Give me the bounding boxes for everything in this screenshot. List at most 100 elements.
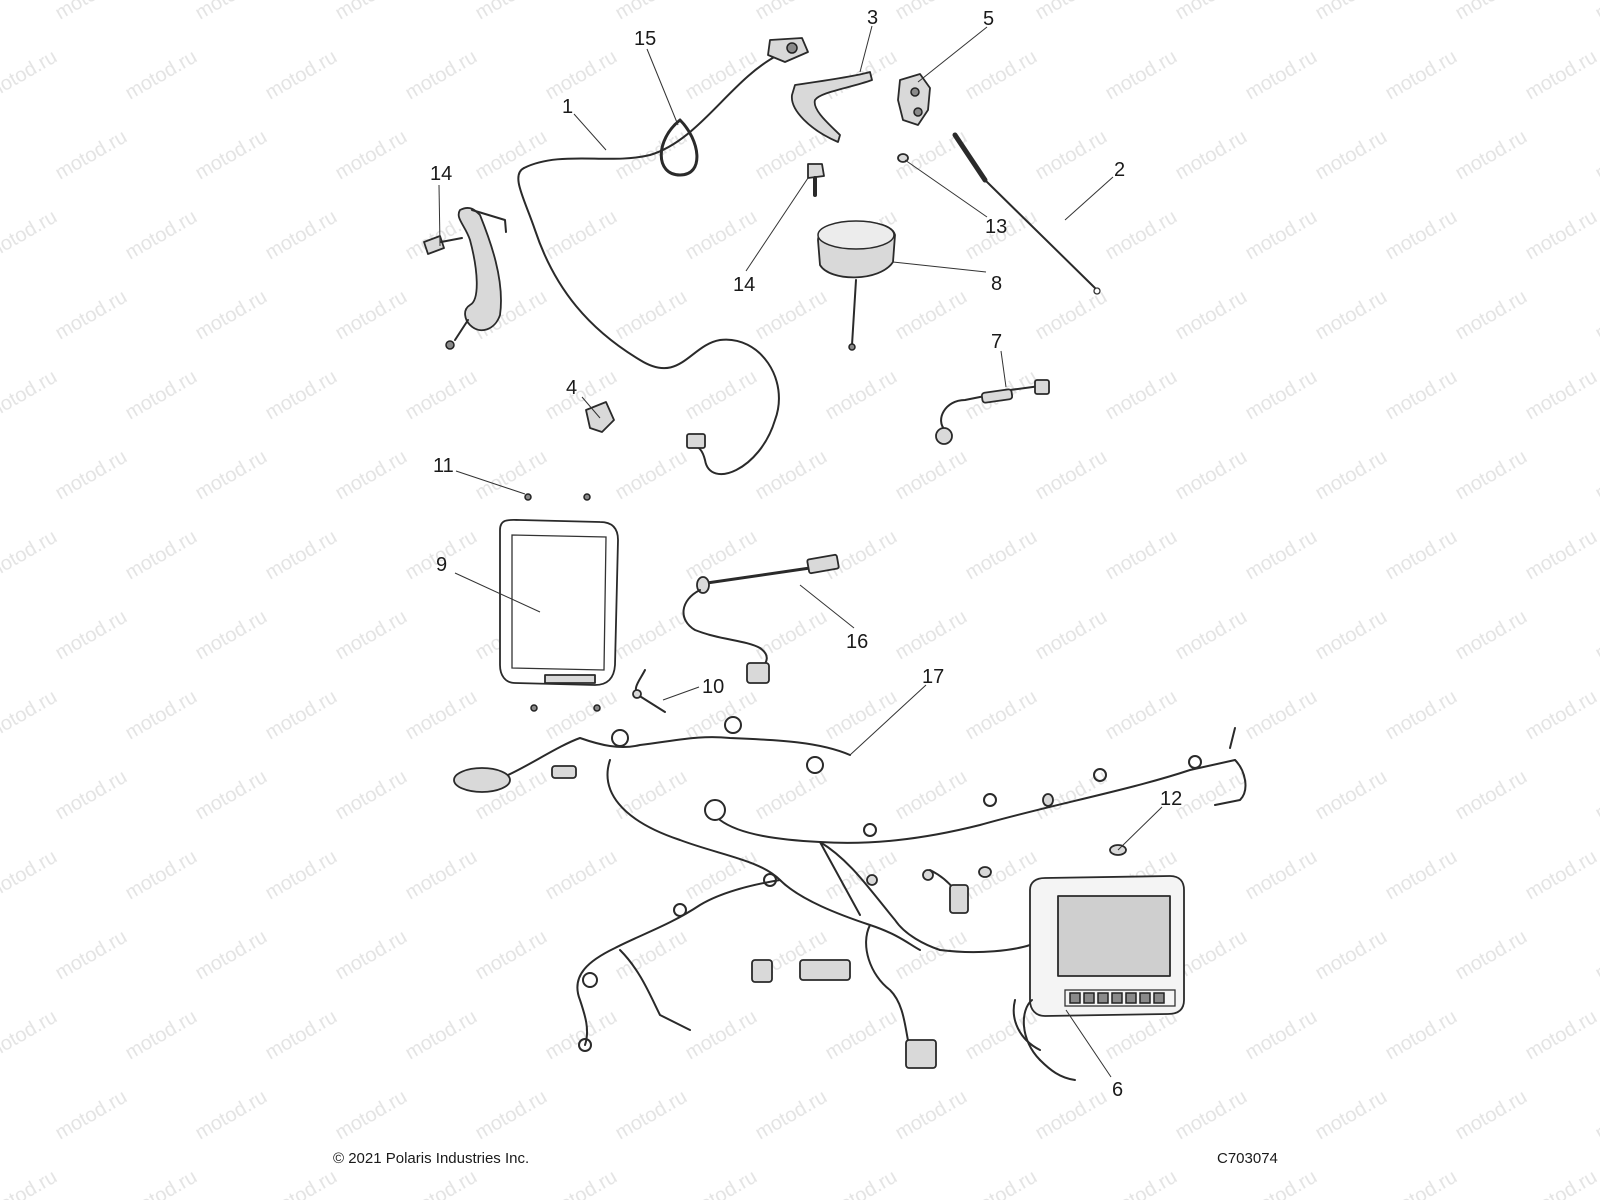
watermark-text: motod.ru <box>402 366 481 425</box>
callout-11: 11 <box>433 455 454 477</box>
watermark-text: motod.ru <box>262 526 341 585</box>
watermark-text: motod.ru <box>402 1166 481 1200</box>
watermark-text: motod.ru <box>192 766 271 825</box>
watermark-text: motod.ru <box>1312 606 1391 665</box>
drawing-number: C703074 <box>1217 1150 1278 1167</box>
callout-4: 4 <box>566 377 577 399</box>
watermark-text: motod.ru <box>542 686 621 745</box>
callout-10: 10 <box>702 676 724 698</box>
watermark-text: motod.ru <box>752 1086 831 1145</box>
watermark-text: motod.ru <box>752 286 831 345</box>
watermark-text: motod.ru <box>962 46 1041 105</box>
part-17-main-harness <box>453 716 1247 1081</box>
watermark-text: motod.ru <box>1452 766 1531 825</box>
watermark-text: motod.ru <box>262 46 341 105</box>
callout-6: 6 <box>1112 1079 1123 1101</box>
part-3-bracket <box>791 71 873 143</box>
watermark-text: motod.ru <box>752 766 831 825</box>
watermark-text: motod.ru <box>612 606 691 665</box>
watermark-text: motod.ru <box>1452 926 1531 985</box>
watermark-text: motod.ru <box>122 206 201 265</box>
watermark-text: motod.ru <box>1172 286 1251 345</box>
callout-5: 5 <box>983 8 994 30</box>
watermark-text: motod.ru <box>52 766 131 825</box>
watermark-text: motod.ru <box>122 366 201 425</box>
part-14-ground-strap <box>423 207 507 350</box>
watermark-text: motod.ru <box>0 46 61 105</box>
watermark-text: motod.ru <box>822 366 901 425</box>
watermark-text: motod.ru <box>0 1166 61 1200</box>
part-2-whip-antenna <box>952 132 1101 295</box>
watermark-text: motod.ru <box>402 1006 481 1065</box>
part-5-antenna-mount <box>897 73 931 126</box>
watermark-text: motod.ru <box>0 366 61 425</box>
watermark-text: motod.ru <box>962 846 1041 905</box>
callout-1: 1 <box>562 96 573 118</box>
callout-labels: 1 2 3 4 5 6 7 8 9 10 11 12 13 14 14 15 1… <box>430 7 1182 1101</box>
watermark-text: motod.ru <box>612 766 691 825</box>
watermark-text: motod.ru <box>1592 126 1600 185</box>
watermark-text: motod.ru <box>472 0 551 24</box>
watermark-text: motod.ru <box>1242 366 1321 425</box>
watermark-text: motod.ru <box>1382 526 1461 585</box>
watermark-text: motod.ru <box>0 1006 61 1065</box>
watermark-text: motod.ru <box>612 1086 691 1145</box>
watermark-text: motod.ru <box>1242 686 1321 745</box>
part-16-adapter-harness <box>682 553 840 684</box>
watermark-text: motod.ru <box>192 606 271 665</box>
watermark-text: motod.ru <box>402 46 481 105</box>
callout-7: 7 <box>991 331 1002 353</box>
watermark-text: motod.ru <box>1312 766 1391 825</box>
part-6-display <box>1022 875 1185 1061</box>
watermark-text: motod.ru <box>1452 1086 1531 1145</box>
watermark-text: motod.ru <box>472 1086 551 1145</box>
watermark-text: motod.ru <box>1452 0 1531 24</box>
watermark-text: motod.ru <box>1312 0 1391 24</box>
watermark-text: motod.ru <box>962 686 1041 745</box>
watermark-text: motod.ru <box>52 606 131 665</box>
callout-17: 17 <box>922 666 944 688</box>
watermark-text: motod.ru <box>52 1086 131 1145</box>
watermark-text: motod.ru <box>1522 206 1600 265</box>
watermark-text: motod.ru <box>262 1006 341 1065</box>
watermark-text: motod.ru <box>1242 1166 1321 1200</box>
watermark-text: motod.ru <box>1032 1086 1111 1145</box>
watermark-text: motod.ru <box>1592 286 1600 345</box>
watermark-text: motod.ru <box>332 1086 411 1145</box>
watermark-text: motod.ru <box>262 846 341 905</box>
watermark-text: motod.ru <box>892 766 971 825</box>
watermark-text: motod.ru <box>752 606 831 665</box>
watermark-text: motod.ru <box>1102 46 1181 105</box>
watermark-text: motod.ru <box>1032 286 1111 345</box>
watermark-text: motod.ru <box>892 1086 971 1145</box>
watermark-text: motod.ru <box>1452 126 1531 185</box>
watermark-text: motod.ru <box>192 926 271 985</box>
watermark-text: motod.ru <box>1382 366 1461 425</box>
watermark-text: motod.ru <box>0 846 61 905</box>
watermark-text: motod.ru <box>542 846 621 905</box>
watermark-text: motod.ru <box>822 846 901 905</box>
watermark-text: motod.ru <box>1172 446 1251 505</box>
watermark-text: motod.ru <box>192 286 271 345</box>
watermark-text: motod.ru <box>612 286 691 345</box>
watermark-text: motod.ru <box>542 1006 621 1065</box>
watermark-text: motod.ru <box>1172 766 1251 825</box>
watermark-text: motod.ru <box>612 926 691 985</box>
watermark-text: motod.ru <box>1522 366 1600 425</box>
watermark-text: motod.ru <box>332 766 411 825</box>
watermark-text: motod.ru <box>52 286 131 345</box>
watermark-text: motod.ru <box>1312 446 1391 505</box>
watermark-text: motod.ru <box>332 926 411 985</box>
watermark-text: motod.ru <box>1312 286 1391 345</box>
watermark-text: motod.ru <box>472 926 551 985</box>
watermark-text: motod.ru <box>822 1166 901 1200</box>
watermark-text: motod.ru <box>1032 0 1111 24</box>
watermark-text: motod.ru <box>122 686 201 745</box>
watermark-text: motod.ru <box>52 126 131 185</box>
watermark-text: motod.ru <box>1592 0 1600 24</box>
watermark-text: motod.ru <box>0 206 61 265</box>
part-8-gps-antenna <box>817 220 896 351</box>
watermark-text: motod.ru <box>962 1006 1041 1065</box>
watermark-text: motod.ru <box>682 1006 761 1065</box>
watermark-text: motod.ru <box>1452 606 1531 665</box>
